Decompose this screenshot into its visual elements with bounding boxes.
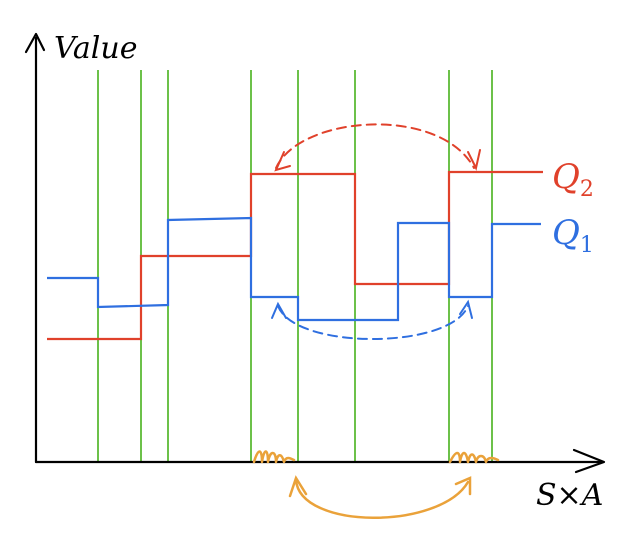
q2-swap-arrowhead-left <box>274 151 291 172</box>
q2-swap-curve <box>275 123 475 169</box>
q1-label: Q1 <box>552 213 594 258</box>
partition-lines <box>97 70 493 462</box>
x-axis-label: S×A <box>536 478 603 513</box>
orange-arrowhead-left <box>288 475 308 498</box>
orange-scribble-left <box>252 450 296 464</box>
orange-swap-curve <box>294 478 470 519</box>
q2-label-subscript: 2 <box>580 177 594 202</box>
y-axis-label: Value <box>54 31 137 66</box>
q2-label: Q2 <box>552 157 594 202</box>
y-axis-arrowhead <box>24 32 46 54</box>
q1-step-line <box>47 216 541 322</box>
q1-swap-arrow <box>271 299 473 340</box>
orange-swap-arrow <box>288 475 472 519</box>
orange-scribble-right <box>448 451 500 464</box>
q2-label-main: Q <box>552 157 580 197</box>
q1-label-subscript: 1 <box>580 233 594 258</box>
orange-marks <box>252 450 500 464</box>
q1-swap-arrowhead-right <box>459 299 473 319</box>
q2-step-line <box>47 170 543 341</box>
q1-swap-curve <box>277 305 469 340</box>
q2-swap-arrow <box>274 123 481 172</box>
x-axis-arrowhead <box>572 448 606 474</box>
q1-swap-arrowhead-left <box>271 301 287 319</box>
q2-swap-arrowhead-right <box>467 149 481 171</box>
orange-arrowhead-right <box>454 476 472 496</box>
axes <box>24 32 606 474</box>
q1-label-main: Q <box>552 213 580 253</box>
